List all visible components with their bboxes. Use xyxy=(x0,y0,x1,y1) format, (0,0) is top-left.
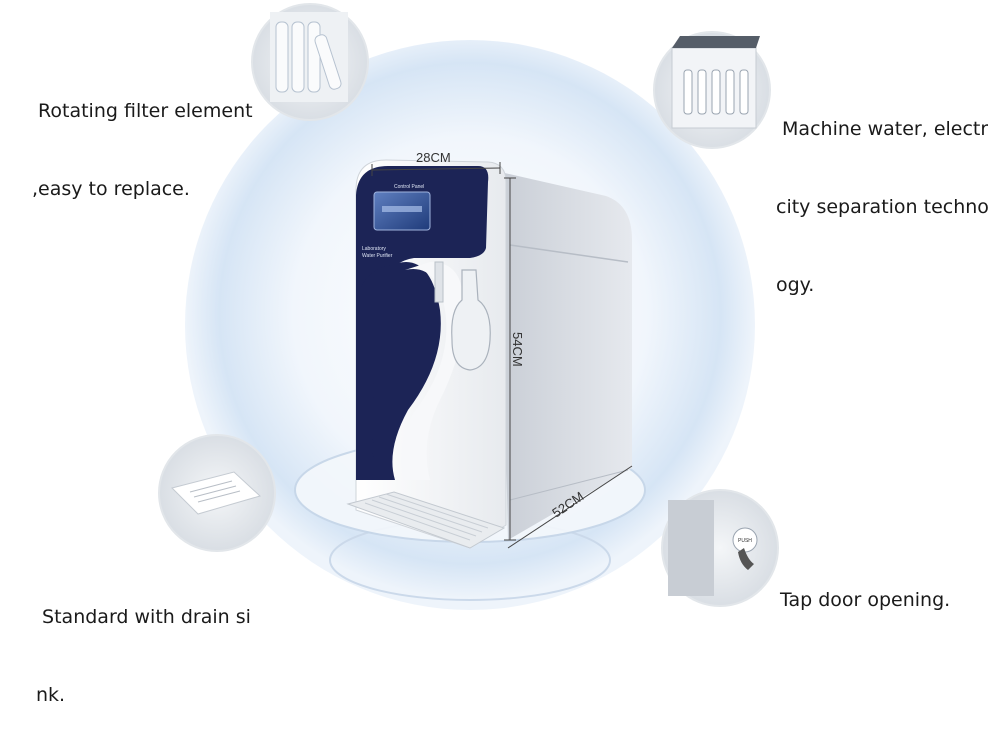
drain-caption-line2: nk. xyxy=(36,684,66,706)
drain-caption-line1: Standard with drain si xyxy=(36,606,251,628)
door-caption-line1: Tap door opening. xyxy=(780,589,951,611)
tap-nozzle xyxy=(434,261,444,303)
separation-caption: Machine water, electr city separation te… xyxy=(776,64,988,324)
panel-sub1: Laboratory xyxy=(362,246,386,252)
filter-caption-line1: Rotating filter element xyxy=(32,100,253,122)
width-dimension: 28CM xyxy=(416,150,451,165)
scene-illustration: Control Panel Laboratory Water Purifier … xyxy=(158,3,779,610)
drain-bubble xyxy=(158,434,276,552)
door-caption: Tap door opening. xyxy=(780,535,950,639)
height-dimension: 54CM xyxy=(510,332,525,367)
dispensing-curve xyxy=(356,262,441,480)
drain-caption: Standard with drain si nk. xyxy=(36,552,251,734)
drip-tray xyxy=(346,491,506,549)
collection-bottle xyxy=(451,269,491,371)
door-bubble: PUSH xyxy=(661,489,779,607)
separation-caption-line2: city separation techno xyxy=(776,196,988,218)
separation-caption-line1: Machine water, electr xyxy=(776,118,988,140)
separation-caption-line3: ogy. xyxy=(776,274,815,296)
filter-caption: Rotating filter element ,easy to replace… xyxy=(32,46,253,228)
panel-title: Control Panel xyxy=(394,184,424,190)
filter-caption-line2: ,easy to replace. xyxy=(32,178,190,200)
dimension-markers xyxy=(371,162,633,549)
product-scene: Control Panel Laboratory Water Purifier … xyxy=(158,3,779,610)
machine-side-panel xyxy=(500,172,632,540)
filter-bubble xyxy=(251,3,369,121)
panel-sub2: Water Purifier xyxy=(362,253,393,259)
separation-bubble xyxy=(653,31,771,149)
dispensing-recess xyxy=(401,262,464,480)
push-button-label: PUSH xyxy=(738,538,752,544)
